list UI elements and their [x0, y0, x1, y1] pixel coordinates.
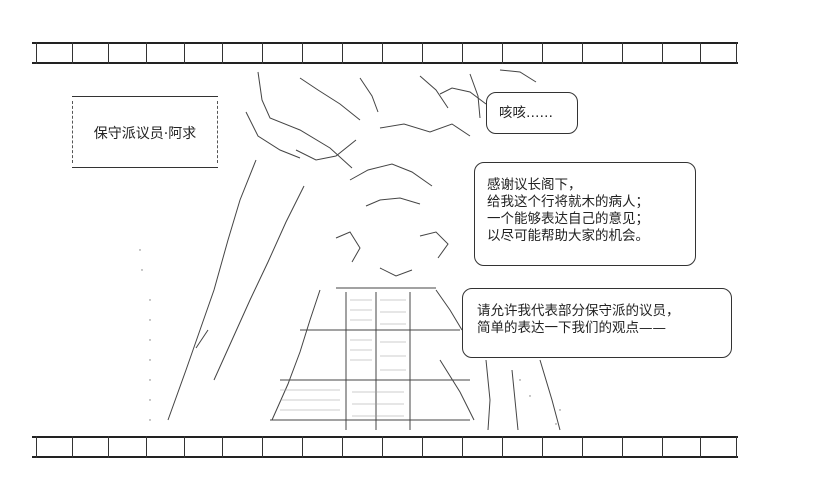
film-strip-tick: [700, 42, 701, 64]
speech-bubble-cough: 咳咳……: [486, 92, 578, 134]
bubble-text: 咳咳……: [499, 105, 553, 121]
film-strip-tick: [222, 436, 223, 458]
film-strip-tick: [736, 436, 737, 458]
bubble-line: 感谢议长阁下，: [487, 177, 582, 193]
film-strip-tick: [542, 42, 543, 64]
speaker-caption: 保守派议员·阿求: [93, 126, 197, 142]
film-strip-tick: [462, 436, 463, 458]
film-strip-tick: [342, 42, 343, 64]
film-strip-tick: [36, 436, 37, 458]
film-strip-tick: [72, 42, 73, 64]
film-strip-tick: [582, 42, 583, 64]
film-strip-tick: [222, 42, 223, 64]
speech-bubble-thanks: 感谢议长阁下， 给我这个行将就木的病人； 一个能够表达自己的意见； 以尽可能帮助…: [474, 162, 696, 266]
film-strip-tick: [502, 436, 503, 458]
film-strip-tick: [146, 42, 147, 64]
film-strip-tick: [146, 436, 147, 458]
film-strip-tick: [700, 436, 701, 458]
bubble-line: 给我这个行将就木的病人；: [487, 194, 649, 210]
top-film-strip: [32, 42, 738, 64]
film-strip-tick: [622, 42, 623, 64]
film-strip-tick: [108, 436, 109, 458]
film-strip-tick: [184, 42, 185, 64]
film-strip-tick: [262, 42, 263, 64]
bubble-line: 以尽可能帮助大家的机会。: [487, 228, 649, 244]
film-strip-tick: [302, 436, 303, 458]
film-strip-tick: [422, 436, 423, 458]
bubble-line: 请允许我代表部分保守派的议员，: [477, 303, 680, 319]
film-strip-tick: [72, 436, 73, 458]
film-strip-tick: [184, 436, 185, 458]
bottom-film-strip: [32, 436, 738, 458]
film-strip-tick: [422, 42, 423, 64]
film-strip-tick: [582, 436, 583, 458]
film-strip-tick: [462, 42, 463, 64]
film-strip-tick: [736, 42, 737, 64]
bubble-line: 一个能够表达自己的意见；: [487, 211, 649, 227]
film-strip-tick: [622, 436, 623, 458]
speech-bubble-request: 请允许我代表部分保守派的议员， 简单的表达一下我们的观点——: [462, 288, 732, 358]
film-strip-tick: [382, 42, 383, 64]
film-strip-tick: [542, 436, 543, 458]
film-strip-tick: [342, 436, 343, 458]
film-strip-tick: [662, 42, 663, 64]
film-strip-tick: [302, 42, 303, 64]
speaker-caption-box: 保守派议员·阿求: [72, 96, 218, 168]
bubble-line: 简单的表达一下我们的观点——: [477, 320, 666, 336]
film-strip-tick: [502, 42, 503, 64]
film-strip-tick: [262, 436, 263, 458]
film-strip-tick: [36, 42, 37, 64]
film-strip-tick: [662, 436, 663, 458]
film-strip-tick: [108, 42, 109, 64]
film-strip-tick: [382, 436, 383, 458]
